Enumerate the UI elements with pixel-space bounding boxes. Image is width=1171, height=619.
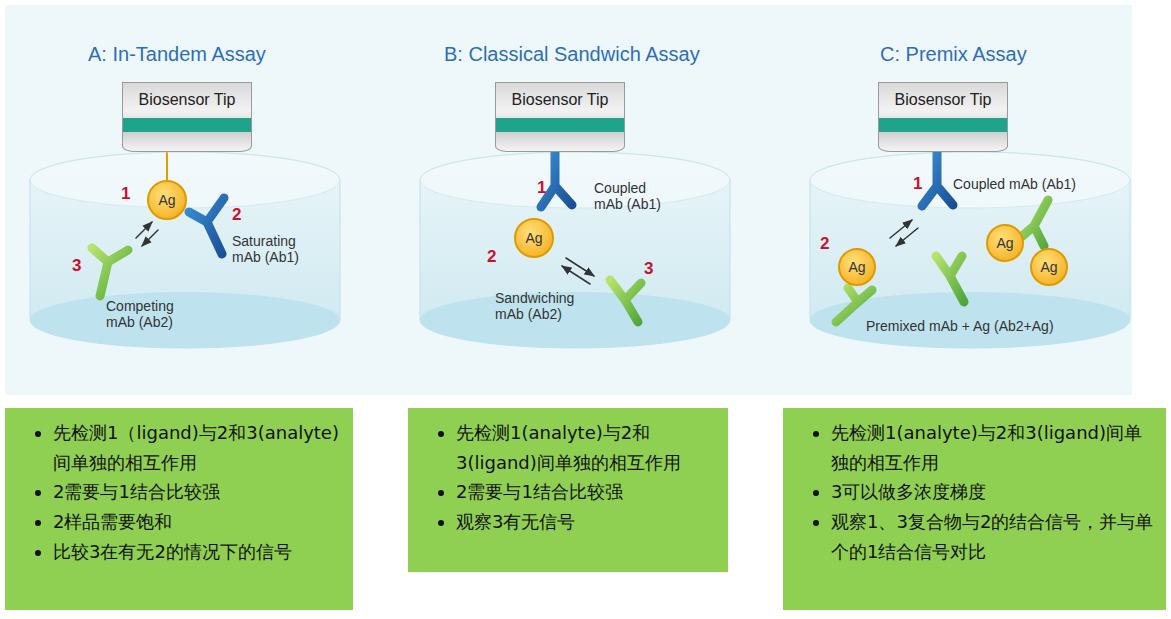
- callout-number: 1: [537, 178, 546, 198]
- part-label: Coupled mAb (Ab1): [594, 180, 676, 212]
- part-label: Sandwiching mAb (Ab2): [495, 290, 600, 322]
- bullet-text: 2需要与1结合比较强: [456, 477, 718, 507]
- bullet-text: 3可以做多浓度梯度: [831, 477, 1156, 507]
- bullet-list: 先检测1（ligand)与2和3(analyte)间单独的相互作用2需要与1结合…: [11, 418, 343, 566]
- beakers: [30, 152, 1130, 348]
- biosensor-tip: Biosensor Tip: [495, 82, 625, 152]
- callout-number: 3: [644, 259, 653, 279]
- tip-label: Biosensor Tip: [879, 91, 1007, 109]
- part-label: Competing mAb (Ab2): [106, 298, 196, 330]
- part-label: Saturating mAb (Ab1): [232, 233, 327, 265]
- bullet-text: 先检测1(analyte)与2和3(ligand)间单独的相互作用: [831, 418, 1156, 477]
- antigen-circle: Ag: [147, 180, 187, 220]
- antigen-label: Ag: [1040, 259, 1057, 275]
- note-box: 先检测1（ligand)与2和3(analyte)间单独的相互作用2需要与1结合…: [5, 408, 353, 610]
- bullet-list: 先检测1(analyte)与2和3(ligand)间单独的相互作用2需要与1结合…: [414, 418, 718, 537]
- antibodies: [92, 152, 1048, 322]
- tip-label: Biosensor Tip: [496, 91, 624, 109]
- bullet-text: 2需要与1结合比较强: [53, 477, 343, 507]
- panel-title: B: Classical Sandwich Assay: [444, 43, 700, 66]
- part-label: Premixed mAb + Ag (Ab2+Ag): [866, 318, 1054, 334]
- note-box: 先检测1(analyte)与2和3(ligand)间单独的相互作用3可以做多浓度…: [783, 408, 1166, 610]
- antigen-circle: Ag: [1030, 248, 1068, 286]
- callout-number: 1: [121, 184, 130, 204]
- callout-number: 1: [913, 174, 922, 194]
- panel-ground: [5, 5, 1132, 395]
- tip-label: Biosensor Tip: [123, 91, 251, 109]
- bullet-text: 先检测1(analyte)与2和3(ligand)间单独的相互作用: [456, 418, 718, 477]
- bullet-text: 比较3在有无2的情况下的信号: [53, 537, 343, 567]
- bullet-text: 观察1、3复合物与2的结合信号，并与单个的1结合信号对比: [831, 507, 1156, 566]
- part-label: Coupled mAb (Ab1): [953, 176, 1076, 192]
- callout-number: 3: [72, 256, 81, 276]
- biosensor-tip: Biosensor Tip: [122, 82, 252, 152]
- bullet-text: 先检测1（ligand)与2和3(analyte)间单独的相互作用: [53, 418, 343, 477]
- callout-number: 2: [232, 205, 241, 225]
- bullet-list: 先检测1(analyte)与2和3(ligand)间单独的相互作用3可以做多浓度…: [789, 418, 1156, 566]
- antigen-label: Ag: [525, 230, 542, 246]
- note-box: 先检测1(analyte)与2和3(ligand)间单独的相互作用2需要与1结合…: [408, 408, 728, 572]
- antigen-circle: Ag: [514, 218, 554, 258]
- panel-title: C: Premix Assay: [880, 43, 1027, 66]
- bullet-text: 观察3有无信号: [456, 507, 718, 537]
- biosensor-tip: Biosensor Tip: [878, 82, 1008, 152]
- antigen-label: Ag: [996, 235, 1013, 251]
- antigen-circle: Ag: [838, 248, 876, 286]
- antigen-label: Ag: [848, 259, 865, 275]
- antigen-circle: Ag: [986, 224, 1024, 262]
- callout-number: 2: [487, 247, 496, 267]
- antigen-label: Ag: [158, 192, 175, 208]
- panel-title: A: In-Tandem Assay: [88, 43, 266, 66]
- callout-number: 2: [820, 234, 829, 254]
- bullet-text: 2样品需要饱和: [53, 507, 343, 537]
